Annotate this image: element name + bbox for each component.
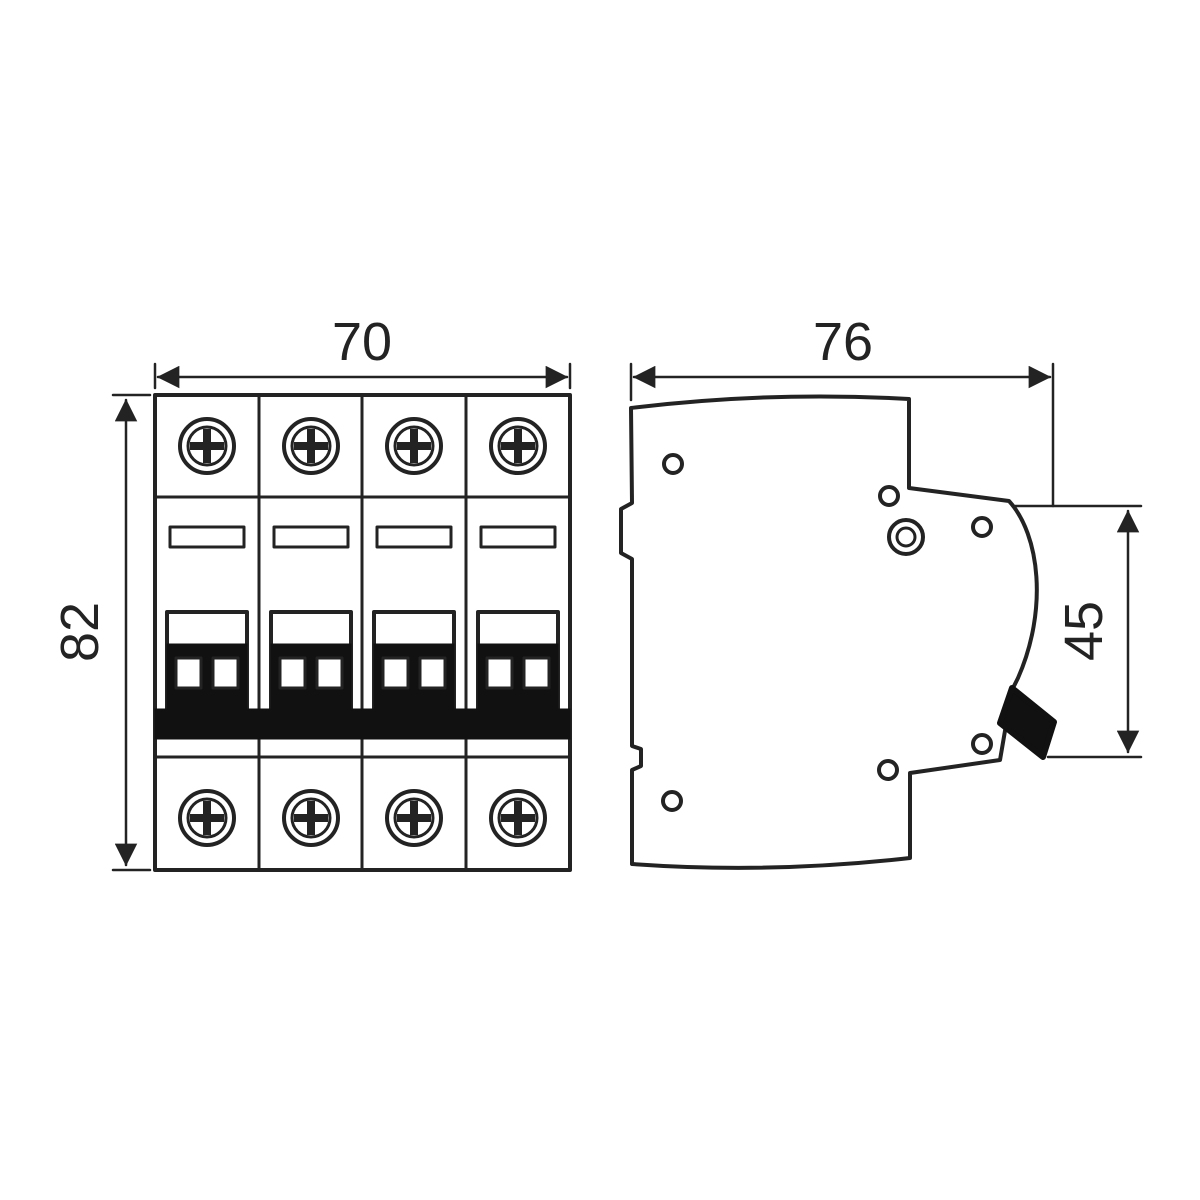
front-view xyxy=(153,393,572,872)
toggle-switch xyxy=(269,610,353,711)
pole-module xyxy=(476,417,560,847)
toggle-lever xyxy=(997,685,1057,760)
rivet xyxy=(662,453,684,475)
label-window xyxy=(375,525,453,549)
front-height-label: 82 xyxy=(50,602,110,662)
rivet xyxy=(878,485,900,507)
side-depth-label: 76 xyxy=(813,312,873,372)
dim-side-depth: 76 xyxy=(629,312,1055,508)
screw-terminal-top xyxy=(178,417,236,475)
screw-terminal-bottom xyxy=(178,789,236,847)
screw-terminal-bottom xyxy=(385,789,443,847)
side-profile-outline xyxy=(619,394,1039,870)
pole-module xyxy=(372,417,456,847)
label-window xyxy=(479,525,557,549)
screw-terminal-top xyxy=(385,417,443,475)
label-window xyxy=(272,525,350,549)
dim-front-width: 70 xyxy=(153,312,572,390)
rivet xyxy=(877,759,899,781)
rivet xyxy=(661,790,683,812)
toggle-switch xyxy=(476,610,560,711)
side-view xyxy=(619,394,1057,870)
label-window xyxy=(168,525,246,549)
toggle-switch xyxy=(372,610,456,711)
rivet xyxy=(971,733,993,755)
screw-terminal-top xyxy=(282,417,340,475)
dim-front-face-height: 45 xyxy=(1013,504,1143,759)
front-face-height-label: 45 xyxy=(1054,601,1114,661)
rivet xyxy=(971,516,993,538)
pivot-boss xyxy=(887,518,925,556)
toggle-switch xyxy=(165,610,249,711)
screw-terminal-top xyxy=(489,417,547,475)
front-black-band xyxy=(154,708,571,740)
screw-terminal-bottom xyxy=(489,789,547,847)
front-width-label: 70 xyxy=(332,312,392,372)
dim-front-height: 82 xyxy=(50,393,152,872)
screw-terminal-bottom xyxy=(282,789,340,847)
